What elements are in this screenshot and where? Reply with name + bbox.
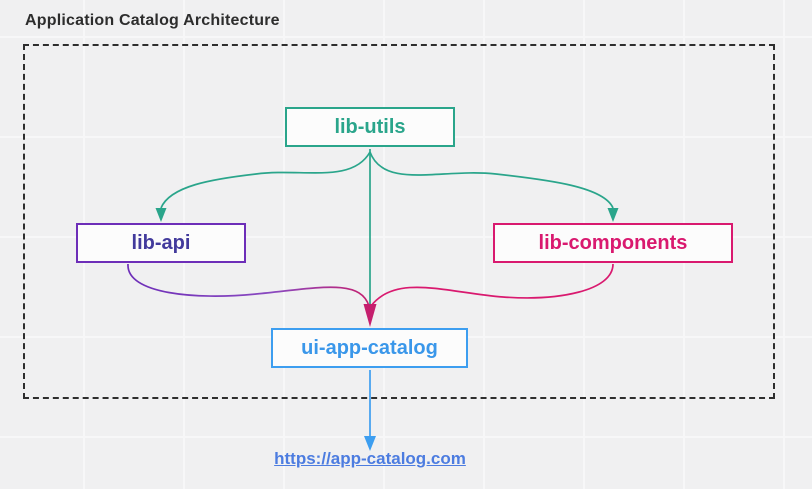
app-catalog-link[interactable]: https://app-catalog.com (274, 449, 466, 468)
node-lib-components-label: lib-components (538, 231, 688, 254)
node-ui-app-catalog: ui-app-catalog (271, 328, 468, 368)
node-ui-app-catalog-label: ui-app-catalog (301, 336, 438, 359)
node-lib-components: lib-components (493, 223, 733, 263)
dashed-boundary (23, 44, 775, 399)
diagram-title: Application Catalog Architecture (25, 12, 280, 29)
node-lib-api-label: lib-api (131, 231, 191, 254)
node-lib-utils: lib-utils (285, 107, 455, 147)
node-lib-api: lib-api (76, 223, 246, 263)
node-lib-utils-label: lib-utils (334, 115, 406, 138)
